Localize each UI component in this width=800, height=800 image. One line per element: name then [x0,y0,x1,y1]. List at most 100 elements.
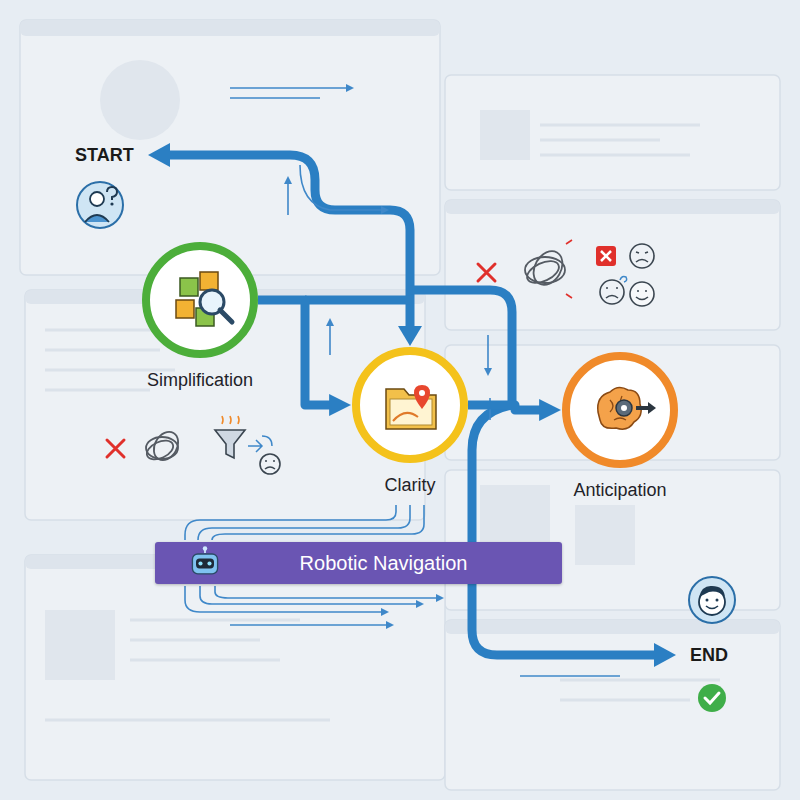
stage-circle: Clarity [352,347,468,507]
robot-head [192,554,217,574]
arrow-head [398,326,422,346]
right-problem-icons [596,246,616,266]
funnel-icon [215,416,272,458]
small-arrow-head [386,621,394,629]
sad-face [606,287,618,289]
right-problem-icons [566,240,654,306]
circle-outline [352,347,468,463]
robot-icon [187,545,223,581]
faint-window-bar [445,620,780,634]
small-arrow-head [326,318,334,326]
faint-window-content [480,110,530,160]
arrow-head [148,143,170,167]
right-problem-icons [566,240,572,298]
faint-window-content [575,505,635,565]
faint-window-bar [445,200,780,214]
start-avatar [110,202,113,205]
start-avatar [85,215,109,222]
robot-eye [198,561,202,565]
faint-window [25,555,445,780]
thin-flow-line [300,165,385,210]
small-arrow-head [346,84,354,92]
thin-flow-line [215,586,440,598]
cubes-icon [176,272,232,326]
end-avatar [706,599,709,602]
thin-flow-line [329,322,331,355]
band-label: Robotic Navigation [300,552,468,575]
small-arrow-head [284,176,292,184]
flow-connector [468,405,549,410]
end-avatar [689,577,735,623]
thin-flow-line [230,88,350,98]
right-problem-icons [601,251,611,261]
small-arrow-head [436,594,444,602]
faint-window-content [540,125,700,155]
tangle-icon [524,257,562,288]
faint-window-bar [20,20,440,36]
sad-face [600,280,624,304]
small-arrow-head [381,206,389,214]
stage-icon [150,250,250,350]
stage-circle: Simplification [141,242,260,402]
thin-flow-line [287,180,289,215]
map-folder-icon [386,385,436,429]
start-avatar [107,187,117,200]
robot-antenna [203,546,208,551]
stage-label: Anticipation [562,480,678,501]
sad-face [260,454,280,474]
sad-face [606,296,618,299]
circle-outline [562,352,678,468]
stage-icon [570,360,670,460]
funnel-icon [248,440,262,452]
start-avatar [77,182,123,228]
start-avatar [90,192,104,206]
small-arrow-head [381,608,389,616]
start-avatar [77,182,123,228]
thin-flow-line [212,505,424,540]
flow-pipe [305,296,410,305]
right-problem-icons [636,291,648,300]
sad-face [260,280,624,474]
small-arrow-head [416,600,424,608]
brain-gear-icon [598,387,656,429]
circle-outline [142,242,258,358]
funnel-icon [222,416,239,424]
start-label: START [75,145,134,166]
faint-window [445,200,780,330]
red-cross [107,440,124,457]
faint-window [20,20,440,275]
stage-icon [360,355,460,455]
flow-connector [258,300,339,405]
tangle-icon [144,437,176,463]
check-mark [705,693,719,703]
robot-eye [207,561,211,565]
funnel-icon [215,430,245,458]
right-problem-icons [630,244,654,268]
check-mark [698,684,726,712]
faint-window-content [560,680,720,700]
small-arrow-head [484,368,492,376]
faint-window-content [45,60,720,720]
end-label: END [690,645,728,666]
end-avatar [699,586,725,597]
faint-window [445,620,780,790]
sad-face [265,467,275,469]
funnel-icon [262,436,272,446]
arrow-head [654,643,676,667]
right-problem-icons [630,282,654,306]
check-mark [698,684,726,712]
thin-flow-line [200,586,420,604]
robot-visor [196,559,214,569]
faint-window [20,20,780,790]
thin-flow-line [487,335,489,372]
sad-face [265,460,275,462]
stage-label: Clarity [352,475,468,496]
red-cross [478,264,495,281]
right-problem-icons [636,252,648,262]
faint-window-content [45,610,115,680]
faint-window-content [100,60,180,140]
thin-flow-line [230,624,390,626]
end-avatar [716,599,719,602]
right-problem-icons [620,276,627,282]
